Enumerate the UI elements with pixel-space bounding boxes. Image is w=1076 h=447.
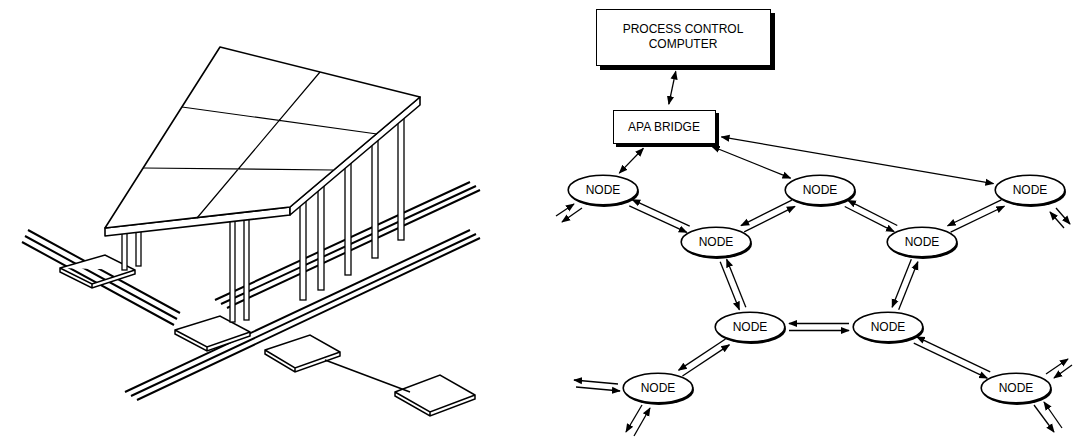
- link-arrow: [626, 405, 642, 432]
- link-arrow: [574, 380, 618, 384]
- node-label: NODE: [803, 183, 838, 198]
- node-label: NODE: [999, 381, 1034, 396]
- network-node: NODE: [714, 311, 786, 343]
- network-node: NODE: [852, 311, 924, 343]
- node-label: NODE: [699, 235, 734, 250]
- system-box: APA BRIDGE: [613, 110, 716, 144]
- connector-arrow: [744, 206, 795, 231]
- plate: [175, 316, 250, 351]
- network-node: NODE: [994, 174, 1066, 206]
- connector-arrow: [845, 207, 894, 232]
- connector-arrow: [682, 345, 729, 376]
- ellipse-face: [568, 175, 638, 205]
- system-box: PROCESS CONTROL COMPUTER: [596, 9, 771, 66]
- leg: [300, 200, 306, 300]
- cable: [325, 360, 410, 392]
- node-label: NODE: [905, 235, 940, 250]
- network-node: NODE: [784, 174, 856, 206]
- plate: [395, 375, 475, 416]
- connector-arrow: [721, 137, 993, 184]
- network-node: NODE: [567, 174, 639, 206]
- leg: [244, 210, 249, 320]
- node-label: PROCESS CONTROL COMPUTER: [597, 22, 770, 52]
- node-label: NODE: [586, 183, 621, 198]
- connector-arrow: [948, 200, 1002, 226]
- leg: [318, 185, 324, 290]
- rail-track: [22, 182, 480, 400]
- node-label: NODE: [1013, 183, 1048, 198]
- slab-top: [105, 47, 420, 228]
- link-arrow: [1050, 212, 1064, 228]
- connector-arrow: [741, 200, 792, 225]
- link-arrow: [556, 204, 574, 216]
- ellipse-face: [887, 227, 957, 257]
- ellipse-face: [995, 175, 1065, 205]
- connector-arrow: [629, 206, 687, 232]
- link-arrow: [576, 387, 620, 391]
- connector-arrow: [727, 259, 746, 307]
- open-links: [556, 204, 1072, 436]
- node-label: NODE: [733, 320, 768, 335]
- leg: [398, 117, 404, 240]
- panel-joints: [143, 72, 377, 218]
- link-arrow: [1034, 405, 1054, 432]
- connector-arrow: [899, 262, 918, 310]
- ellipse-face: [715, 312, 785, 342]
- ellipse-face: [785, 175, 855, 205]
- link-arrow: [1054, 365, 1072, 378]
- connector-arrow: [914, 343, 987, 378]
- network-node: NODE: [980, 372, 1052, 404]
- link-arrow: [634, 408, 650, 436]
- ellipse-face: [623, 373, 693, 403]
- node-label: APA BRIDGE: [628, 120, 700, 135]
- connector-arrow: [632, 200, 690, 226]
- connector-arrow: [892, 259, 911, 307]
- connector-arrow: [619, 148, 643, 173]
- connector-arrow: [917, 337, 990, 372]
- floor-plates: [60, 255, 475, 416]
- connector-arrow: [789, 323, 849, 324]
- ellipse-face: [981, 373, 1051, 403]
- link-arrow: [1046, 359, 1068, 374]
- ellipse-face: [853, 312, 923, 342]
- network-node: NODE: [680, 226, 752, 258]
- link-arrow: [1044, 402, 1062, 428]
- leg: [345, 162, 351, 275]
- leg: [230, 212, 235, 322]
- ellipse-face: [681, 227, 751, 257]
- node-label: NODE: [641, 381, 676, 396]
- connector-arrow: [669, 71, 676, 104]
- rails: [22, 182, 480, 400]
- connector-arrow: [789, 330, 849, 331]
- network-node: NODE: [886, 226, 958, 258]
- floor-slab: [105, 47, 420, 236]
- network-node: NODE: [622, 372, 694, 404]
- plate: [265, 335, 340, 372]
- connector-arrow: [712, 146, 791, 178]
- leg: [372, 139, 378, 258]
- connector-arrow: [951, 206, 1005, 232]
- node-label: NODE: [871, 320, 906, 335]
- connector-arrow: [679, 339, 726, 370]
- connector-arrow: [848, 200, 897, 225]
- connector-arrow: [720, 262, 739, 310]
